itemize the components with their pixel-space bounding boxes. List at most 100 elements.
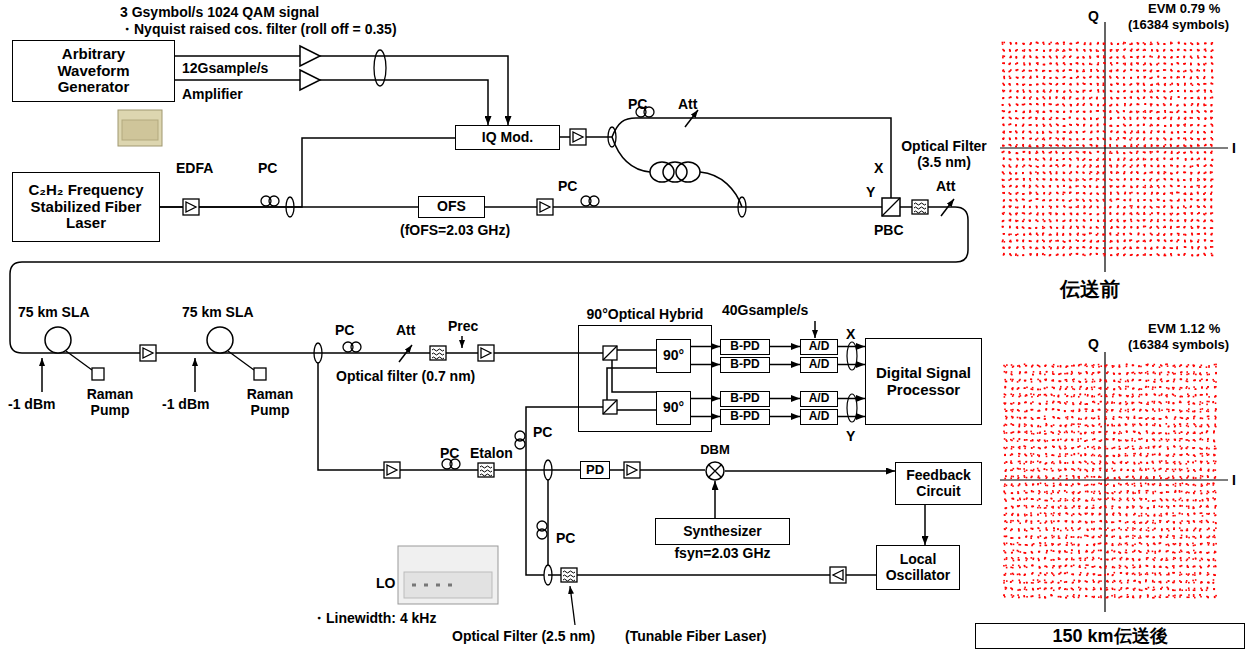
constellation-point	[1002, 124, 1004, 126]
output-pair-loop	[847, 394, 857, 422]
constellation-point	[1118, 158, 1120, 160]
constellation-point	[1003, 76, 1005, 78]
constellation-point	[1103, 179, 1105, 181]
constellation-point	[1116, 139, 1118, 141]
constellation-point	[1023, 219, 1025, 221]
constellation-point	[1024, 151, 1026, 153]
constellation-point	[1123, 77, 1125, 79]
constellation-point	[1064, 125, 1066, 127]
constellation-point	[1123, 111, 1125, 113]
constellation-point	[1069, 192, 1071, 194]
pump-symbol	[254, 368, 266, 380]
constellation-point	[1090, 232, 1092, 234]
constellation-point	[1123, 56, 1125, 58]
constellation-point	[1057, 130, 1059, 132]
constellation-point	[1003, 42, 1005, 44]
constellation-point	[1064, 146, 1066, 148]
constellation-point	[1117, 186, 1119, 188]
constellation-point	[1069, 98, 1071, 100]
constellation-point	[1056, 137, 1058, 139]
constellation-point	[1110, 97, 1112, 99]
constellation-point	[1124, 213, 1126, 215]
constellation-point	[1049, 138, 1051, 140]
constellation-point	[1110, 227, 1112, 229]
constellation-point	[1103, 193, 1105, 195]
constellation-point	[1070, 234, 1072, 236]
constellation-point	[1044, 84, 1046, 86]
constellation-point	[1070, 226, 1072, 228]
constellation-point	[1097, 77, 1099, 79]
constellation-point	[1090, 253, 1092, 255]
constellation-point	[1096, 227, 1098, 229]
constellation-point	[1104, 212, 1106, 214]
constellation-point	[1030, 166, 1032, 168]
constellation-point	[1104, 186, 1106, 188]
constellation-point	[1009, 111, 1011, 113]
constellation-point	[1056, 214, 1058, 216]
constellation-point	[1097, 70, 1099, 72]
constellation-point	[1036, 207, 1038, 209]
constellation-point	[1076, 213, 1078, 215]
constellation-point	[1056, 173, 1058, 175]
constellation-point	[1130, 200, 1132, 202]
constellation-point	[1029, 227, 1031, 229]
constellation-point	[1076, 132, 1078, 134]
constellation-point	[1037, 186, 1039, 188]
constellation-point	[1117, 192, 1119, 194]
fiber-spool	[676, 162, 700, 182]
pc-symbol	[515, 431, 525, 449]
constellation-point	[1063, 76, 1065, 78]
constellation-point	[1050, 185, 1052, 187]
constellation-point	[1116, 76, 1118, 78]
constellation-point	[1102, 138, 1104, 140]
constellation-point	[1123, 165, 1125, 167]
constellation-point	[1010, 131, 1012, 133]
amplifier-symbol	[300, 46, 320, 90]
constellation-point	[1016, 103, 1018, 105]
constellation-point	[1035, 219, 1037, 221]
constellation-point	[1123, 145, 1125, 147]
constellation-point	[1017, 227, 1019, 229]
constellation-point	[1069, 246, 1071, 248]
constellation-point	[1030, 173, 1032, 175]
constellation-point	[1123, 159, 1125, 161]
constellation-point	[1016, 144, 1018, 146]
constellation-point	[1090, 69, 1092, 71]
constellation-point	[1064, 172, 1066, 174]
output-pair-loop	[847, 342, 857, 370]
constellation-point	[1009, 49, 1011, 51]
constellation-point	[1131, 48, 1133, 50]
constellation-point	[1137, 57, 1139, 59]
constellation-point	[1003, 158, 1005, 160]
constellation-point	[1077, 57, 1079, 59]
constellation-point	[1090, 206, 1092, 208]
constellation-point	[1111, 172, 1113, 174]
constellation-point	[1057, 144, 1059, 146]
constellation-point	[1083, 192, 1085, 194]
constellation-point	[1037, 104, 1039, 106]
constellation-point	[1097, 241, 1099, 243]
constellation-point	[1118, 138, 1120, 140]
constellation-point	[1102, 159, 1104, 161]
constellation-point	[1130, 77, 1132, 79]
constellation-point	[1082, 246, 1084, 248]
constellation-point	[1063, 199, 1065, 201]
constellation-point	[1098, 91, 1100, 93]
constellation-point	[1008, 83, 1010, 85]
constellation-point	[1042, 213, 1044, 215]
constellation-point	[1130, 178, 1132, 180]
constellation-point	[1003, 63, 1005, 65]
constellation-point	[1002, 241, 1004, 243]
constellation-point	[1050, 124, 1052, 126]
constellation-point	[1016, 56, 1018, 58]
constellation-point	[1010, 166, 1012, 168]
constellation-point	[1015, 50, 1017, 52]
constellation-point	[1062, 247, 1064, 249]
constellation-point	[1096, 180, 1098, 182]
constellation-point	[1124, 103, 1126, 105]
constellation-point	[1049, 255, 1051, 257]
constellation-point	[1022, 43, 1024, 45]
constellation-point	[1103, 70, 1105, 72]
constellation-point	[1030, 76, 1032, 78]
constellation-point	[1043, 89, 1045, 91]
